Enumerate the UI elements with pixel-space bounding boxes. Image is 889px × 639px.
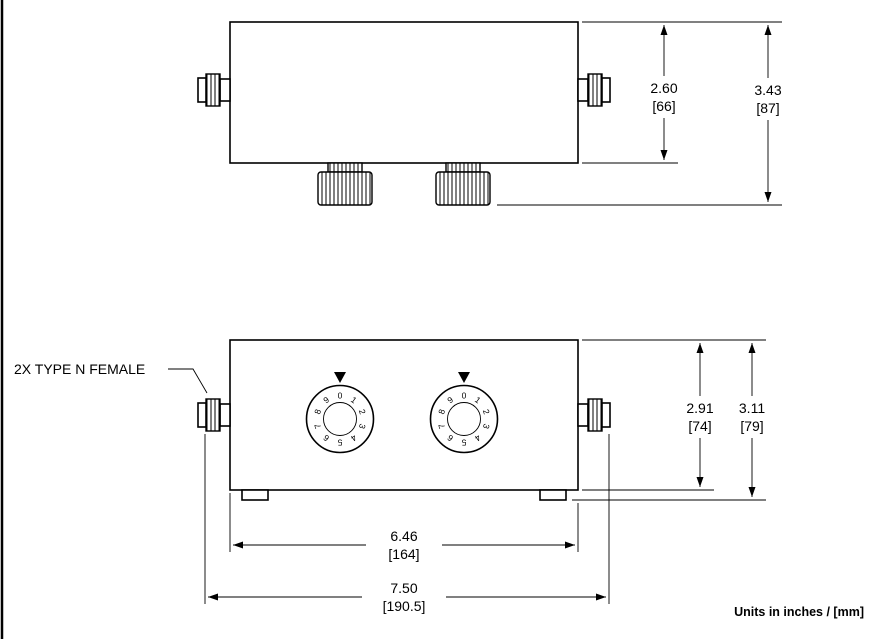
connector-right-front-view: [577, 398, 611, 432]
dial-number: 8: [312, 408, 323, 416]
dim-front-body-height: 2.91 [74]: [686, 343, 714, 487]
front-view-dimensions: 2.91 [74] 3.11 [79] 6.46 [164] 7.50 [190…: [204, 339, 766, 614]
dial-number: 1: [349, 395, 359, 406]
dim-value-mm: [164]: [388, 546, 419, 562]
dial-hub: [323, 402, 357, 436]
dial-pointer-icon: [458, 372, 470, 383]
dial-number: 0: [462, 391, 467, 401]
dial-number: 6: [321, 432, 331, 443]
knob-right-top-view: [435, 162, 491, 206]
dial-outer-ring: [429, 384, 499, 454]
dim-value-mm: [87]: [756, 100, 779, 116]
dim-value-mm: [66]: [652, 98, 675, 114]
front-view-body: [229, 339, 579, 491]
dial-number: 3: [481, 422, 492, 430]
dial-number: 1: [473, 395, 483, 406]
foot-right: [539, 489, 567, 501]
dim-value: 6.46: [390, 528, 417, 544]
dial-number: 5: [337, 438, 342, 448]
dial-hub: [447, 402, 481, 436]
dim-body-width: 6.46 [164]: [233, 528, 575, 562]
top-view-body: [229, 21, 579, 164]
connector-label: 2X TYPE N FEMALE: [14, 361, 145, 377]
dim-front-overall-height: 3.11 [79]: [739, 343, 765, 497]
units-note: Units in inches / [mm]: [734, 605, 864, 619]
dial-number: 4: [349, 433, 359, 444]
dim-value: 2.60: [650, 80, 677, 96]
connector-left-front-view: [197, 398, 231, 432]
dim-value: 7.50: [390, 580, 417, 596]
knob-left-top-view: [317, 162, 373, 206]
leader-line: [168, 368, 208, 394]
connector-callout: 2X TYPE N FEMALE: [14, 361, 208, 394]
dial-outer-ring: [305, 384, 375, 454]
dim-value-mm: [79]: [740, 418, 763, 434]
dial-number: 9: [321, 394, 331, 405]
dim-value: 2.91: [686, 400, 713, 416]
dial-number: 2: [481, 408, 492, 416]
dial-number: 3: [357, 422, 368, 430]
dim-value-mm: [190.5]: [383, 598, 426, 614]
dial-number: 0: [338, 391, 343, 401]
top-view-dimensions: 2.60 [66] 3.43 [87]: [497, 21, 782, 206]
dim-top-overall-height: 3.43 [87]: [754, 25, 782, 202]
dial-number: 4: [473, 433, 483, 444]
dim-overall-width: 7.50 [190.5]: [208, 580, 606, 614]
dial-number: 6: [445, 432, 455, 443]
dial-number: 9: [445, 394, 455, 405]
dial-number: 2: [357, 408, 368, 416]
connector-right-top-view: [577, 73, 611, 107]
dial-number: 7: [436, 422, 447, 430]
dim-value: 3.43: [754, 82, 781, 98]
dial-number: 7: [312, 422, 323, 430]
dial-number: 8: [436, 408, 447, 416]
dim-value: 3.11: [739, 400, 765, 416]
top-view: [197, 21, 611, 206]
dim-value-mm: [74]: [688, 418, 711, 434]
dim-top-body-height: 2.60 [66]: [650, 25, 678, 160]
dial-number: 5: [461, 438, 466, 448]
connector-left-top-view: [197, 73, 231, 107]
foot-left: [241, 489, 269, 501]
dial-pointer-icon: [334, 372, 346, 383]
